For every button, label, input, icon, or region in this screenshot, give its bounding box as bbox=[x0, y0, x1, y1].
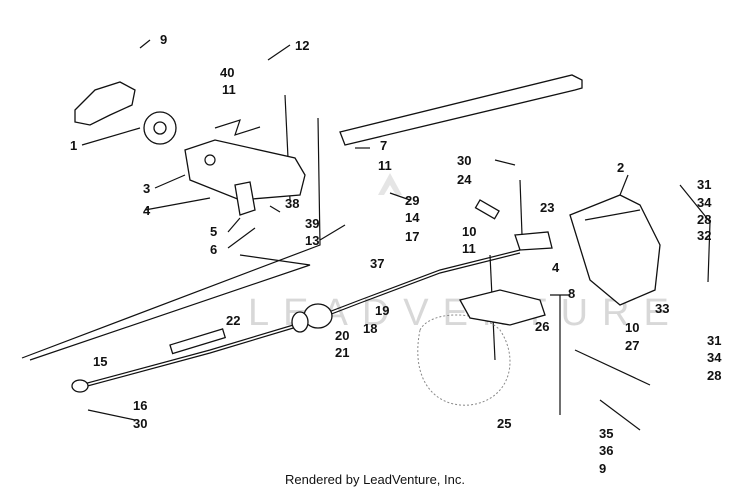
throttle-bracket-part bbox=[184, 139, 306, 201]
callout-5: 5 bbox=[210, 224, 217, 239]
callout-3: 3 bbox=[143, 181, 150, 196]
callout-4: 4 bbox=[143, 203, 151, 218]
callout-15: 15 bbox=[93, 354, 107, 369]
bracket-plate-part bbox=[234, 181, 256, 216]
callout-13: 13 bbox=[305, 233, 319, 248]
callout-21: 21 bbox=[335, 345, 349, 360]
callout-28: 28 bbox=[697, 212, 711, 227]
callout-22: 22 bbox=[226, 313, 240, 328]
callout-17: 17 bbox=[405, 229, 419, 244]
leader-lines bbox=[81, 39, 711, 296]
callout-31: 31 bbox=[697, 177, 711, 192]
callout-40: 40 bbox=[220, 65, 234, 80]
callout-10: 10 bbox=[625, 320, 639, 335]
callout-23: 23 bbox=[540, 200, 554, 215]
part-callouts: 9 12 40 11 1 11 7 3 4 5 6 38 39 13 29 14… bbox=[70, 32, 722, 476]
callout-39: 39 bbox=[305, 216, 319, 231]
engine-ghost-part bbox=[417, 314, 511, 406]
callout-10: 10 bbox=[462, 224, 476, 239]
arm-part bbox=[459, 289, 546, 326]
callout-29: 29 bbox=[405, 193, 419, 208]
callout-14: 14 bbox=[405, 210, 420, 225]
callout-30: 30 bbox=[457, 153, 471, 168]
callout-16: 16 bbox=[133, 398, 147, 413]
brace-rod-part bbox=[339, 74, 583, 146]
callout-30: 30 bbox=[133, 416, 147, 431]
callout-24: 24 bbox=[457, 172, 472, 187]
callout-36: 36 bbox=[599, 443, 613, 458]
callout-20: 20 bbox=[335, 328, 349, 343]
bolt-27-part bbox=[574, 349, 651, 386]
callout-35: 35 bbox=[599, 426, 613, 441]
callout-27: 27 bbox=[625, 338, 639, 353]
pivot-bracket-part bbox=[474, 179, 553, 251]
callout-18: 18 bbox=[363, 321, 377, 336]
callout-9: 9 bbox=[160, 32, 167, 47]
callout-11: 11 bbox=[462, 241, 476, 256]
callout-6: 6 bbox=[210, 242, 217, 257]
callout-34: 34 bbox=[697, 195, 712, 210]
callout-2: 2 bbox=[617, 160, 624, 175]
callout-38: 38 bbox=[285, 196, 299, 211]
callout-28: 28 bbox=[707, 368, 721, 383]
throttle-housing-part bbox=[74, 81, 177, 145]
callout-9: 9 bbox=[599, 461, 606, 476]
bolt-9-part bbox=[599, 399, 641, 431]
callout-32: 32 bbox=[697, 228, 711, 243]
callout-8: 8 bbox=[568, 286, 575, 301]
watermark-logo bbox=[378, 173, 402, 195]
callout-11: 11 bbox=[222, 82, 236, 97]
throttle-cable-part bbox=[79, 249, 521, 389]
callout-19: 19 bbox=[375, 303, 389, 318]
callout-11: 11 bbox=[378, 158, 392, 173]
callout-34: 34 bbox=[707, 350, 722, 365]
callout-33: 33 bbox=[655, 301, 669, 316]
cable-end-part bbox=[71, 379, 136, 421]
callout-25: 25 bbox=[497, 416, 511, 431]
callout-7: 7 bbox=[380, 138, 387, 153]
callout-26: 26 bbox=[535, 319, 549, 334]
callout-1: 1 bbox=[70, 138, 77, 153]
callout-4: 4 bbox=[552, 260, 560, 275]
callout-12: 12 bbox=[295, 38, 309, 53]
carb-adapter-part bbox=[569, 194, 661, 306]
callout-37: 37 bbox=[370, 256, 384, 271]
callout-31: 31 bbox=[707, 333, 721, 348]
footer-credit: Rendered by LeadVenture, Inc. bbox=[285, 472, 465, 487]
